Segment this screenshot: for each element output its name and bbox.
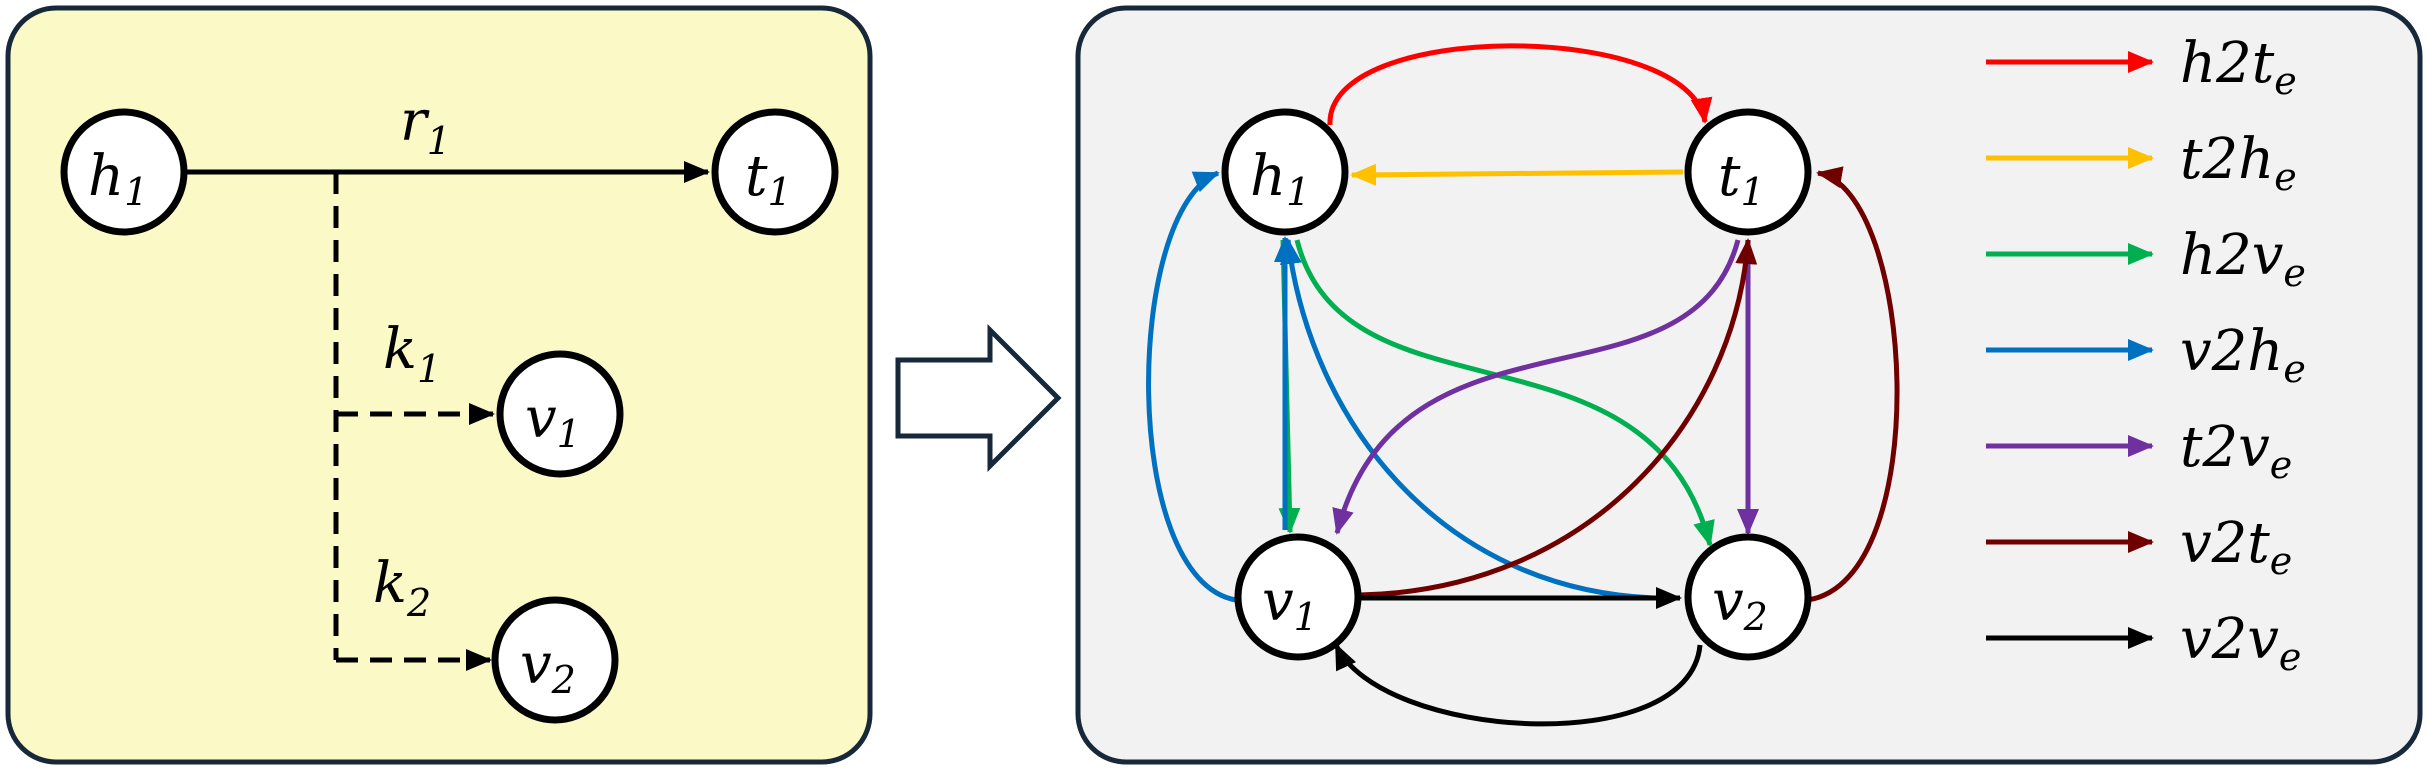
left-node-v2: v2 [491, 596, 619, 724]
left-panel-background [5, 5, 873, 765]
legend-label-t2h: t2he [2180, 127, 2297, 199]
left-node-h1: h1 [60, 108, 188, 236]
edge-v2t-loop [1807, 166, 1900, 603]
edge-v2h-loop [1146, 170, 1237, 603]
edge-v2h-curve [1280, 238, 1656, 601]
legend-entry-h2t: h2te [1986, 31, 2297, 103]
legend-label-v2v: v2ve [2180, 607, 2301, 679]
left-panel: r1 k1 k2 h1 t1 v1 v2 [5, 5, 873, 765]
left-node-t1: t1 [711, 108, 839, 236]
right-node-h1: h1 [1221, 108, 1349, 236]
right-node-t1: t1 [1684, 108, 1812, 236]
legend-label-v2h: v2he [2180, 319, 2306, 391]
legend-entry-v2v: v2ve [1986, 607, 2301, 679]
svg-text:v2: v2 [1712, 569, 1768, 639]
legend-label-t2v: t2ve [2180, 415, 2292, 487]
edge-h2t [1327, 43, 1713, 126]
right-node-v2: v2 [1684, 533, 1812, 661]
legend-entry-v2t: v2te [1986, 511, 2292, 583]
svg-text:h1: h1 [88, 144, 148, 214]
legend-label-h2v: h2ve [2180, 223, 2306, 295]
edge-label-k1: k1 [383, 317, 441, 391]
edge-label-r1: r1 [400, 89, 451, 163]
legend-label-v2t: v2te [2180, 511, 2292, 583]
svg-text:h1: h1 [1250, 144, 1310, 214]
legend-entry-t2v: t2ve [1986, 415, 2292, 487]
legend-label-h2t: h2te [2180, 31, 2297, 103]
svg-text:v1: v1 [525, 386, 581, 456]
edge-t2h [1350, 163, 1684, 186]
svg-text:t1: t1 [1718, 144, 1765, 214]
legend-entry-h2v: h2ve [1986, 223, 2306, 295]
transform-arrow [895, 323, 1062, 473]
right-panel: h1 t1 v1 v2 h2te t2he h2ve v2he t2ve v2te v2ve [1075, 5, 2423, 765]
legend: h2te t2he h2ve v2he t2ve v2te v2ve [1986, 31, 2306, 679]
svg-text:v1: v1 [1262, 569, 1318, 639]
edge-v2t-curve [1359, 238, 1758, 598]
svg-text:v2: v2 [520, 632, 576, 702]
legend-entry-v2h: v2he [1986, 319, 2306, 391]
right-node-v1: v1 [1234, 533, 1362, 661]
edge-label-k2: k2 [373, 551, 431, 625]
svg-text:t1: t1 [745, 144, 792, 214]
edge-t2v-curve [1332, 239, 1741, 535]
edge-v2v-loop [1333, 643, 1703, 727]
left-node-v1: v1 [496, 350, 624, 478]
legend-entry-t2h: t2he [1986, 127, 2297, 199]
